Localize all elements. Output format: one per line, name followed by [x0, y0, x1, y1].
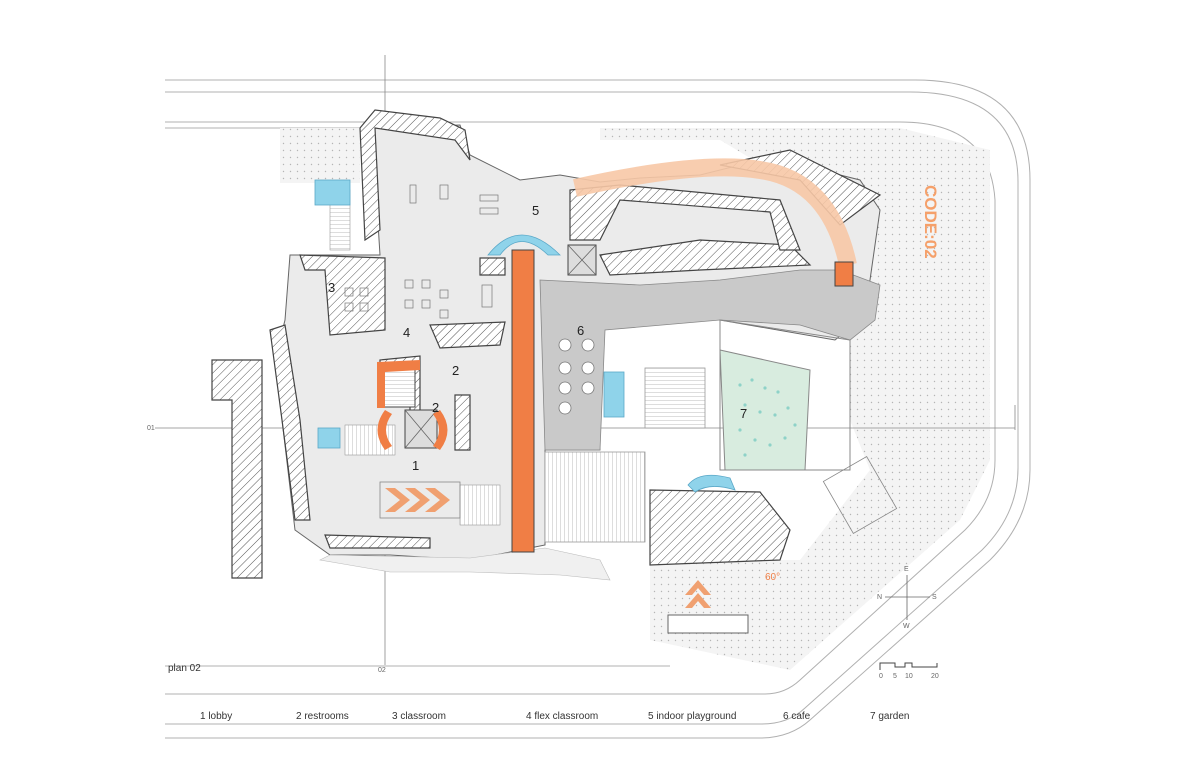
room-number-cafe: 6	[577, 323, 584, 338]
cafe-tables	[558, 338, 595, 415]
orange-corridor	[511, 249, 535, 553]
building-floor	[274, 124, 881, 581]
legend-item-lobby: 1 lobby	[200, 711, 233, 722]
garden-court	[719, 319, 851, 471]
room-number-restrooms-a: 2	[452, 363, 459, 378]
room-number-restrooms-b: 2	[432, 400, 439, 415]
room-number-flex-classroom: 4	[403, 325, 410, 340]
compass-e: E	[904, 566, 909, 573]
planter	[822, 455, 898, 535]
paving	[280, 128, 990, 670]
compass-s: S	[932, 594, 937, 601]
compass: E W N S	[877, 566, 937, 630]
chevron-strip	[379, 481, 461, 519]
compass-n: N	[877, 594, 882, 601]
room-number-classroom: 3	[328, 280, 335, 295]
legend-item-restrooms: 2 restrooms	[296, 711, 349, 722]
site-roads	[165, 79, 1031, 739]
legend-item-classroom: 3 classroom	[392, 711, 446, 722]
legend-item-flex-classroom: 4 flex classroom	[526, 711, 599, 722]
orange-stair-frame	[377, 360, 420, 408]
orange-arc-path	[573, 158, 857, 267]
neighbor-building	[211, 359, 263, 579]
room-number-indoor-playground: 5	[532, 203, 539, 218]
stair-core	[379, 364, 416, 408]
orange-curve-right	[433, 410, 448, 450]
scale-tick-0: 0	[879, 673, 883, 680]
garden-area	[719, 349, 811, 471]
room-number-garden: 7	[740, 406, 747, 421]
angle-label: 60°	[765, 572, 780, 583]
compass-w: W	[903, 623, 910, 630]
entry-chevron-2	[685, 593, 711, 608]
scale-tick-10: 10	[905, 673, 913, 680]
garden-trees	[738, 378, 797, 457]
plan-caption: plan 02	[168, 663, 201, 674]
chevron-arrows	[385, 488, 450, 512]
legend-item-indoor-playground: 5 indoor playground	[648, 711, 737, 722]
legend-item-garden: 7 garden	[870, 711, 910, 722]
grid-label-row: 01	[147, 425, 155, 432]
room-number-lobby: 1	[412, 458, 419, 473]
legend-item-cafe: 6 cafe	[783, 711, 811, 722]
legend: 1 lobby 2 restrooms 3 classroom 4 flex c…	[0, 711, 1200, 731]
entry-chevron	[685, 580, 711, 595]
scale-bar: 0 5 10 20	[879, 662, 939, 680]
blue-elements	[314, 179, 736, 493]
classroom-desks	[344, 184, 499, 319]
orange-door	[834, 261, 854, 287]
scale-tick-5: 5	[893, 673, 897, 680]
orange-curve-left	[377, 410, 392, 450]
scale-tick-20: 20	[931, 673, 939, 680]
bench	[667, 614, 749, 634]
grid-label-col: 02	[378, 667, 386, 674]
brand-text: CODE:02	[921, 185, 940, 259]
